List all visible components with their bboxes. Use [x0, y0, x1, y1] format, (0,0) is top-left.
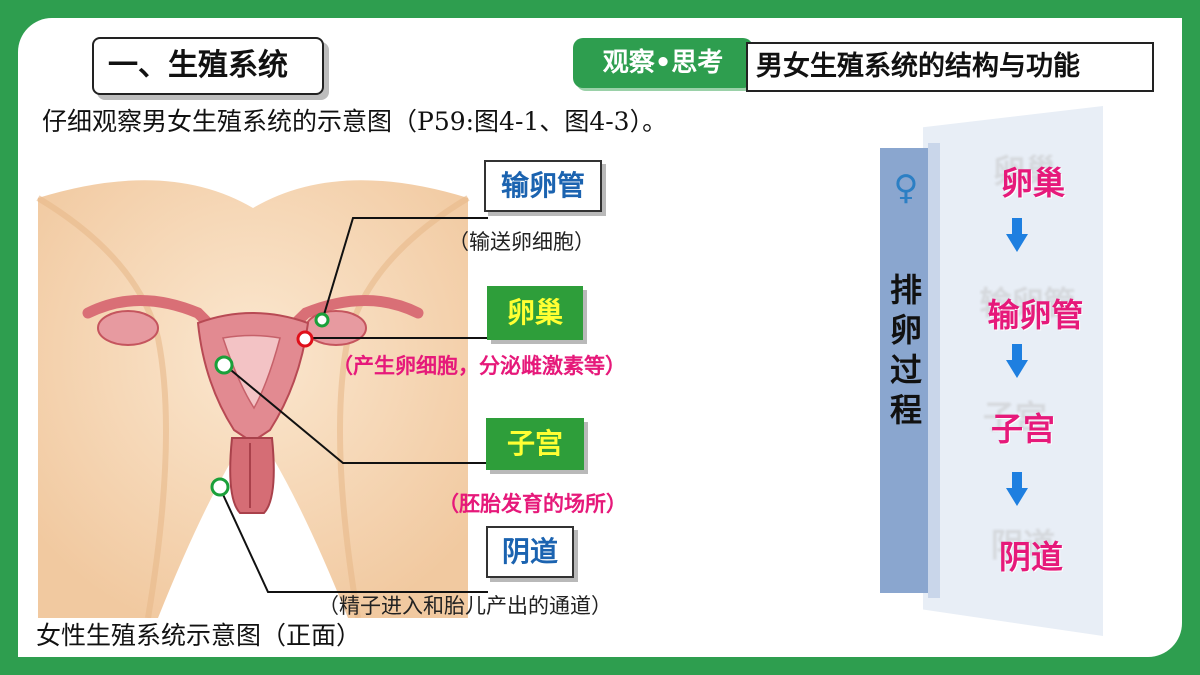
- left-ovary: [97, 310, 159, 346]
- instruction-text: 仔细观察男女生殖系统的示意图（P59:图4-1、图4-3）。: [42, 107, 668, 136]
- arrow-down-icon: [1006, 218, 1028, 252]
- diagram-caption: 女性生殖系统示意图（正面）: [36, 621, 362, 650]
- slide-frame: 一、生殖系统 观察•思考 男女生殖系统的结构与功能 仔细观察男女生殖系统的示意图…: [18, 18, 1182, 657]
- desc-uterus: （胚胎发育的场所）: [438, 492, 627, 516]
- step-fallopian-tube: 输卵管: [987, 296, 1084, 334]
- marker-uterus: [214, 355, 234, 375]
- step-vagina: 阴道: [998, 538, 1063, 576]
- process-panel-band: [880, 148, 932, 593]
- process-panel-fold: [928, 143, 940, 598]
- marker-vagina: [210, 477, 230, 497]
- label-fallopian-tube: 输卵管: [484, 160, 602, 212]
- leader-line-tube: [322, 217, 488, 319]
- female-reproductive-diagram: [36, 180, 488, 618]
- label-vagina: 阴道: [486, 526, 574, 578]
- step-uterus: 子宫: [990, 410, 1055, 448]
- observe-think-tag: 观察•思考: [573, 38, 753, 88]
- desc-fallopian-tube: （输送卵细胞）: [448, 230, 595, 254]
- marker-ovary: [296, 330, 314, 348]
- desc-vagina: （精子进入和胎儿产出的通道）: [318, 594, 612, 618]
- label-uterus: 子宫: [486, 418, 584, 470]
- arrow-down-icon: [1006, 344, 1028, 378]
- female-symbol-icon: ♀: [893, 168, 919, 208]
- topic-title: 男女生殖系统的结构与功能: [746, 42, 1154, 92]
- right-ovary: [305, 310, 367, 346]
- arrow-down-icon: [1006, 472, 1028, 506]
- section-title: 一、生殖系统: [92, 37, 324, 95]
- vagina: [229, 437, 275, 514]
- leader-line-vagina: [219, 487, 488, 593]
- label-ovary: 卵巢: [487, 286, 583, 340]
- marker-tube: [314, 312, 330, 328]
- ovulation-title: 排卵过程: [889, 271, 922, 429]
- desc-ovary: （产生卵细胞，分泌雌激素等）: [332, 354, 626, 378]
- step-ovary: 卵巢: [1000, 164, 1065, 202]
- leader-line-uterus: [225, 365, 488, 464]
